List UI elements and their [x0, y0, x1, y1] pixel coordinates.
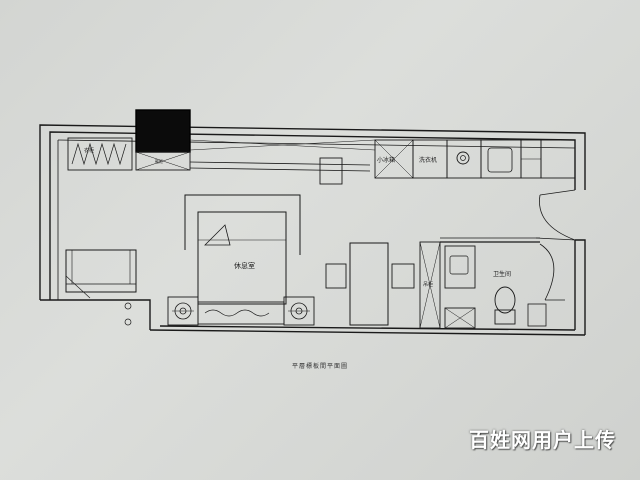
bath-door-swing [539, 243, 555, 301]
wardrobe [67, 137, 133, 171]
bed-pillow-fold [204, 224, 231, 246]
shower-tray [444, 307, 476, 329]
right-wall-lower [575, 239, 586, 335]
lower-wall-left [40, 299, 151, 330]
fridge-label: 小冰箱 [377, 156, 395, 164]
shoe-cabinet [135, 151, 191, 171]
bathroom-label: 卫生间 [493, 270, 511, 278]
black-column [135, 109, 191, 153]
bottom-wall [149, 329, 586, 336]
bench [197, 301, 285, 325]
plan-caption: 平層標板間平面圖 [291, 363, 348, 370]
dining-table [349, 242, 389, 326]
watermark: 百姓网用户上传 [469, 428, 616, 452]
bottom-wall-inner [159, 325, 576, 331]
outer-wall-top [39, 124, 586, 190]
vanity [444, 245, 476, 289]
bathroom-shelf [419, 241, 441, 329]
washer-label: 洗衣机 [419, 156, 437, 164]
chair-left [325, 263, 347, 289]
burner [456, 151, 470, 165]
bed-headboard [184, 194, 301, 255]
ottoman [319, 157, 343, 185]
wardrobe-label: 衣柜 [84, 147, 94, 154]
shoe-cabinet-label: 鞋柜 [155, 158, 163, 164]
wardrobe-hangers [71, 142, 127, 166]
toilet [494, 286, 516, 314]
sofa [65, 249, 137, 293]
shelf-label: 吊柜 [423, 281, 433, 288]
bed [197, 211, 287, 305]
chair-right [391, 263, 415, 289]
bedroom-label: 休息室 [234, 261, 255, 270]
sink [487, 147, 513, 173]
entry-door-swing [539, 189, 576, 241]
